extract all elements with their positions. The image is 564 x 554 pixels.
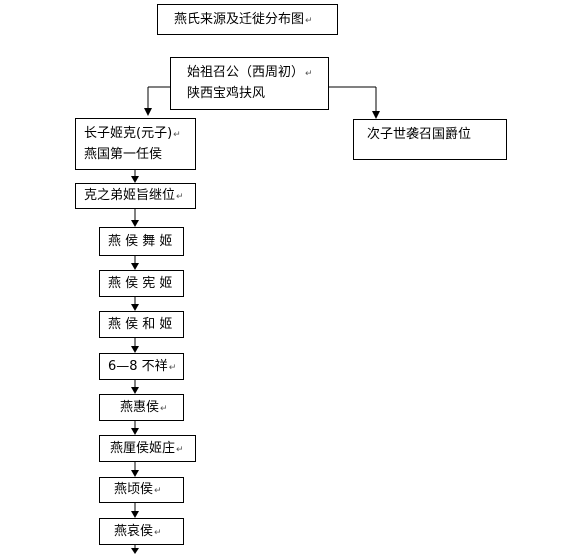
lineage-node-label: 克之弟姬旨继位	[84, 188, 176, 203]
left-branch-line1: 长子姬克(元子)	[84, 126, 173, 141]
paragraph-mark: ↵	[173, 130, 181, 140]
lineage-node: 燕哀侯↵	[99, 518, 184, 545]
paragraph-mark: ↵	[176, 192, 184, 202]
paragraph-mark: ↵	[305, 16, 313, 26]
paragraph-mark: ↵	[168, 363, 177, 373]
paragraph-mark: ↵	[154, 528, 162, 538]
lineage-node: 燕顷侯↵	[99, 477, 184, 503]
lineage-node: 燕厘侯姬庄↵	[99, 435, 196, 462]
lineage-node-label: 燕 侯 和 姬	[108, 317, 173, 332]
right-branch-node: 次子世袭召国爵位	[353, 119, 507, 160]
lineage-node: 燕惠侯↵	[99, 394, 184, 421]
lineage-node: 燕 侯 和 姬	[99, 311, 184, 338]
lineage-node-label: 燕惠侯	[120, 400, 160, 415]
lineage-node-label: 燕 侯 舞 姬	[108, 234, 173, 249]
diagram-title-box: 燕氏来源及迁徙分布图↵	[157, 4, 338, 35]
paragraph-mark: ↵	[305, 69, 313, 79]
root-node-line2: 陕西宝鸡扶风	[187, 86, 266, 101]
lineage-node-label: 燕 侯 宪 姬	[108, 276, 173, 291]
lineage-node-label: 燕哀侯	[114, 524, 154, 539]
paragraph-mark: ↵	[160, 404, 168, 414]
root-node-line1: 始祖召公（西周初）	[187, 65, 305, 80]
lineage-node: 燕 侯 舞 姬	[99, 227, 184, 256]
paragraph-mark: ↵	[176, 445, 184, 455]
lineage-node-label: 燕厘侯姬庄	[110, 441, 176, 456]
diagram-title: 燕氏来源及迁徙分布图	[174, 12, 305, 27]
lineage-node-label: 6—8 不祥	[108, 359, 168, 374]
root-node: 始祖召公（西周初）↵ 陕西宝鸡扶风	[170, 57, 329, 110]
lineage-node: 6—8 不祥↵	[99, 353, 184, 380]
lineage-node-label: 燕顷侯	[114, 482, 154, 497]
paragraph-mark: ↵	[154, 486, 162, 496]
right-branch-text: 次子世袭召国爵位	[367, 127, 472, 142]
lineage-node: 克之弟姬旨继位↵	[75, 183, 196, 209]
lineage-node: 燕 侯 宪 姬	[99, 270, 184, 297]
left-branch-line2: 燕国第一任侯	[84, 147, 163, 162]
left-branch-node: 长子姬克(元子)↵ 燕国第一任侯	[75, 118, 196, 170]
